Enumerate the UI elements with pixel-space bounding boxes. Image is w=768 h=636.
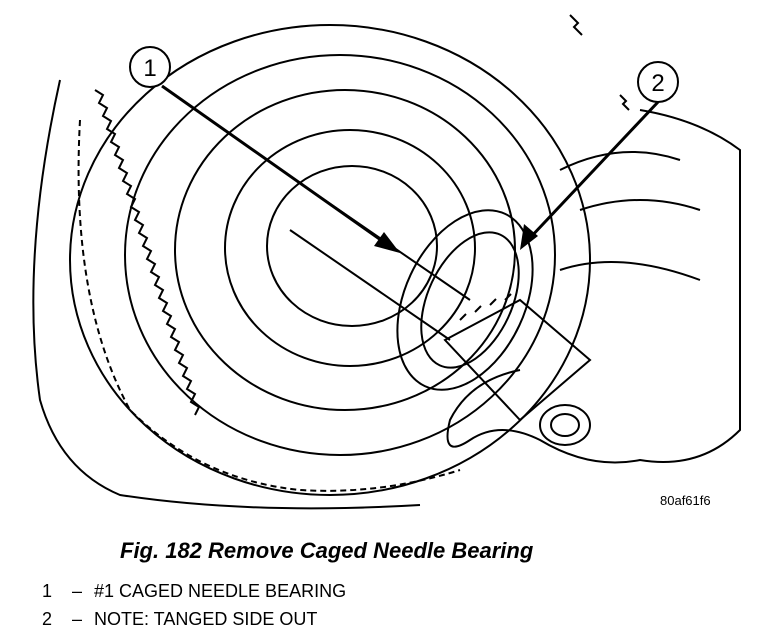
outer-ring <box>69 24 591 496</box>
legend-item: 2–NOTE: TANGED SIDE OUT <box>42 605 346 633</box>
legend-separator: – <box>71 609 82 629</box>
technician-hand <box>446 109 741 464</box>
splined-shaft-end <box>443 298 592 422</box>
legend-item-number: 2 <box>42 609 53 629</box>
callout-2-arrowhead <box>520 224 538 250</box>
legend-item-text: NOTE: TANGED SIDE OUT <box>94 609 318 629</box>
callout-2-leader <box>526 100 660 242</box>
callout-2-number: 2 <box>651 70 664 97</box>
callout-1-number: 1 <box>143 55 156 82</box>
housing-outline <box>32 79 421 510</box>
callout-1-arrowhead <box>374 232 400 253</box>
caged-needle-bearing <box>396 209 534 391</box>
legend-item-number: 1 <box>42 581 53 601</box>
legend-separator: – <box>71 581 82 601</box>
toothed-ring <box>94 89 201 416</box>
callout-legend: 1–#1 CAGED NEEDLE BEARING 2–NOTE: TANGED… <box>42 577 346 633</box>
input-shaft <box>289 189 471 341</box>
callout-1-marker: 1 <box>129 46 171 88</box>
figure-reference-code: 80af61f6 <box>660 493 711 508</box>
legend-item-text: #1 CAGED NEEDLE BEARING <box>94 581 347 601</box>
legend-item: 1–#1 CAGED NEEDLE BEARING <box>42 577 346 605</box>
callout-1-leader <box>161 84 389 247</box>
callout-2-marker: 2 <box>637 61 679 103</box>
figure-caption: Fig. 182 Remove Caged Needle Bearing <box>120 538 534 563</box>
bearing-removal-illustration: 1 2 <box>32 14 741 510</box>
